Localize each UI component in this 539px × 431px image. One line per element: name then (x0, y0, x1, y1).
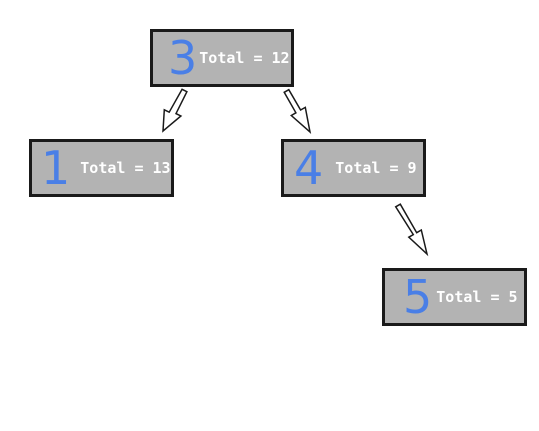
node-total-label: Total = 5 (436, 288, 518, 306)
node-number: 1 (41, 141, 71, 195)
tree-node-1: 1 Total = 13 (29, 139, 174, 197)
node-total-label: Total = 9 (335, 159, 417, 177)
node-number: 5 (403, 270, 433, 324)
node-number: 3 (168, 31, 198, 85)
edge-arrow-4-to-5 (394, 203, 429, 257)
edge-arrow-3-to-4 (283, 88, 312, 135)
edge-arrow-3-to-1 (162, 88, 188, 133)
tree-node-3: 3 Total = 12 (150, 29, 294, 87)
node-total-label: Total = 13 (80, 159, 171, 177)
tree-node-5: 5 Total = 5 (382, 268, 527, 326)
tree-node-4: 4 Total = 9 (281, 139, 426, 197)
node-total-label: Total = 12 (199, 49, 290, 67)
node-number: 4 (294, 141, 324, 195)
